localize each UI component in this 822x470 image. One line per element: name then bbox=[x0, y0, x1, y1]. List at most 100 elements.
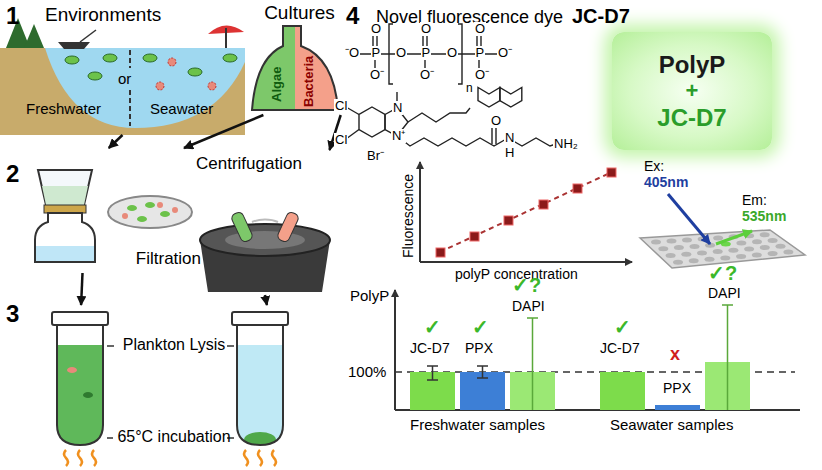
calibration-plot-part bbox=[504, 216, 513, 225]
lysis-tubes-part bbox=[232, 312, 288, 325]
well-plate-part bbox=[752, 239, 762, 244]
text-label: 535nm bbox=[742, 208, 786, 224]
panel-number: 4 bbox=[346, 2, 359, 30]
atom-label: O⁻ bbox=[497, 46, 513, 60]
centrifuge-part bbox=[225, 231, 305, 249]
well-plate-part bbox=[744, 246, 754, 251]
atom-label: N bbox=[504, 131, 515, 145]
text-label: DAPI bbox=[512, 298, 545, 314]
lake-scene-part bbox=[129, 90, 131, 126]
panel-number: 2 bbox=[6, 160, 19, 188]
lake-scene-part bbox=[225, 28, 227, 48]
text-label: ✓? bbox=[708, 262, 737, 285]
well-plate bbox=[640, 194, 805, 268]
atom-label: N⁺ bbox=[391, 129, 406, 143]
culture-flask-part bbox=[250, 20, 295, 115]
well-plate-part bbox=[760, 245, 770, 250]
dye-structure-part bbox=[408, 108, 470, 122]
flow-arrow bbox=[109, 135, 123, 148]
culture-flask-part bbox=[252, 26, 338, 110]
bar-chart-part bbox=[655, 405, 700, 410]
node-label: JC-D7 bbox=[657, 104, 726, 132]
dye-structure-part bbox=[491, 126, 492, 144]
well-plate-part bbox=[682, 237, 692, 242]
dye-structure-part bbox=[359, 107, 385, 137]
atom-label: O⁻ bbox=[419, 68, 435, 82]
filtration-apparatus-part bbox=[122, 213, 128, 219]
dye-structure-part bbox=[495, 126, 496, 144]
well-plate-part bbox=[697, 250, 707, 255]
lysis-tubes-part bbox=[64, 450, 96, 466]
well-plate-part bbox=[736, 254, 746, 259]
text-label: ✓ bbox=[424, 316, 441, 339]
flow-arrow bbox=[81, 273, 82, 305]
text-label: Em: bbox=[742, 192, 767, 208]
flow-arrow bbox=[265, 295, 267, 305]
dye-structure-part bbox=[500, 88, 522, 108]
atom-label: P bbox=[475, 46, 486, 60]
lake-scene-part bbox=[65, 56, 79, 64]
calibration-plot-part bbox=[436, 248, 445, 257]
atom-label: P bbox=[421, 46, 432, 60]
lysis-tubes-part bbox=[57, 325, 103, 445]
calibration-plot-part bbox=[607, 168, 616, 177]
atom-label: P bbox=[371, 46, 382, 60]
calibration-plot-part bbox=[573, 184, 582, 193]
node-label: PolyP bbox=[659, 51, 726, 79]
text-label: JC-D7 bbox=[572, 5, 630, 28]
atom-label: O bbox=[490, 114, 502, 128]
node-label: Cultures bbox=[248, 2, 351, 24]
atom-label: O⁻ bbox=[369, 68, 385, 82]
well-plate-part bbox=[666, 253, 676, 258]
filtration-apparatus-part bbox=[108, 196, 192, 228]
filtration-apparatus-part bbox=[160, 211, 170, 217]
filtration-apparatus-part bbox=[145, 202, 155, 208]
lake-scene-part bbox=[208, 82, 216, 90]
lysis-tubes-part bbox=[83, 392, 93, 398]
panel-number: 3 bbox=[6, 300, 19, 328]
lysis-tubes-part bbox=[67, 367, 77, 373]
calibration-plot-part bbox=[440, 172, 612, 252]
lysis-tubes-part bbox=[107, 345, 114, 347]
text-label: DAPI bbox=[708, 285, 741, 301]
lake-scene-part bbox=[143, 54, 157, 62]
polyp-dye-glow: PolyP+JC-D7 bbox=[612, 32, 772, 150]
lysis-tubes-part bbox=[237, 325, 283, 445]
well-plate-part bbox=[716, 231, 752, 244]
centrifuge-part bbox=[200, 224, 330, 256]
text-label: Ex: bbox=[644, 158, 664, 174]
well-plate-part bbox=[668, 194, 710, 244]
atom-label: Br⁻ bbox=[366, 149, 385, 163]
panel-number: 1 bbox=[6, 2, 19, 30]
lake-scene-part bbox=[156, 82, 164, 90]
lysis-tubes-part bbox=[244, 450, 276, 466]
well-plate-part bbox=[752, 252, 762, 257]
bar-chart-part bbox=[427, 366, 438, 380]
well-plate-part bbox=[720, 255, 730, 260]
centrifugation-panel: Centrifugation bbox=[190, 150, 340, 295]
text-label: Seawater bbox=[150, 100, 213, 117]
text-label: ✓ bbox=[614, 316, 631, 339]
filtration-apparatus-part bbox=[42, 186, 88, 205]
culture-flask bbox=[250, 20, 340, 115]
text-label: Algae bbox=[270, 67, 285, 102]
text-label: 405nm bbox=[644, 174, 688, 190]
text-label: JC-D7 bbox=[600, 340, 640, 356]
polyp-structure-part bbox=[458, 24, 462, 84]
lake-scene-part bbox=[168, 58, 176, 66]
text-label: Novel fluorescence dye bbox=[376, 7, 563, 28]
well-plate-part bbox=[783, 250, 793, 255]
node-label: + bbox=[686, 78, 699, 103]
text-label: Freshwater bbox=[26, 100, 101, 117]
filtration-apparatus-part bbox=[38, 170, 92, 205]
atom-label: O bbox=[370, 22, 382, 36]
well-plate-part bbox=[705, 257, 715, 262]
well-plate-part bbox=[674, 245, 684, 250]
well-plate-part bbox=[651, 232, 793, 265]
calibration-plot-part bbox=[420, 261, 632, 263]
centrifuge bbox=[200, 211, 330, 292]
lysis-tubes-part bbox=[107, 437, 113, 439]
well-plate-part bbox=[736, 240, 746, 245]
node-label: Centrifugation bbox=[196, 154, 302, 174]
